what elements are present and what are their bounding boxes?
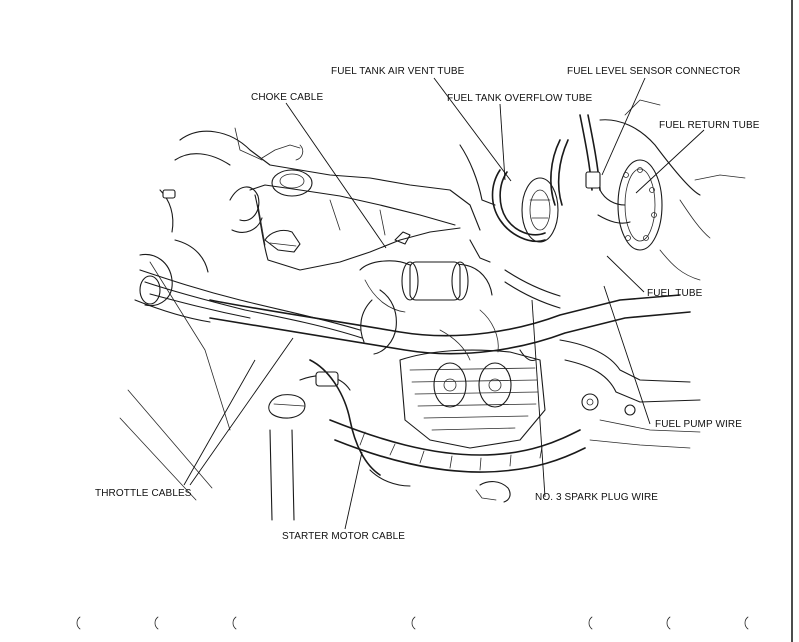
label-throttle-cables: THROTTLE CABLES — [95, 488, 192, 499]
page-edge-marks — [76, 616, 749, 630]
label-fuel-tank-air-vent-tube: FUEL TANK AIR VENT TUBE — [331, 66, 465, 77]
label-fuel-tube: FUEL TUBE — [647, 288, 703, 299]
engine-illustration — [119, 99, 746, 521]
label-choke-cable: CHOKE CABLE — [251, 92, 323, 103]
label-fuel-pump-wire: FUEL PUMP WIRE — [655, 419, 742, 430]
label-fuel-level-sensor-connector: FUEL LEVEL SENSOR CONNECTOR — [567, 66, 740, 77]
label-fuel-tank-overflow-tube: FUEL TANK OVERFLOW TUBE — [447, 93, 593, 104]
leader-lines — [183, 77, 705, 530]
callout-labels: FUEL TANK AIR VENT TUBE FUEL LEVEL SENSO… — [95, 66, 760, 542]
label-no3-spark-plug-wire: NO. 3 SPARK PLUG WIRE — [535, 492, 658, 503]
label-fuel-return-tube: FUEL RETURN TUBE — [659, 120, 760, 131]
label-starter-motor-cable: STARTER MOTOR CABLE — [282, 531, 405, 542]
